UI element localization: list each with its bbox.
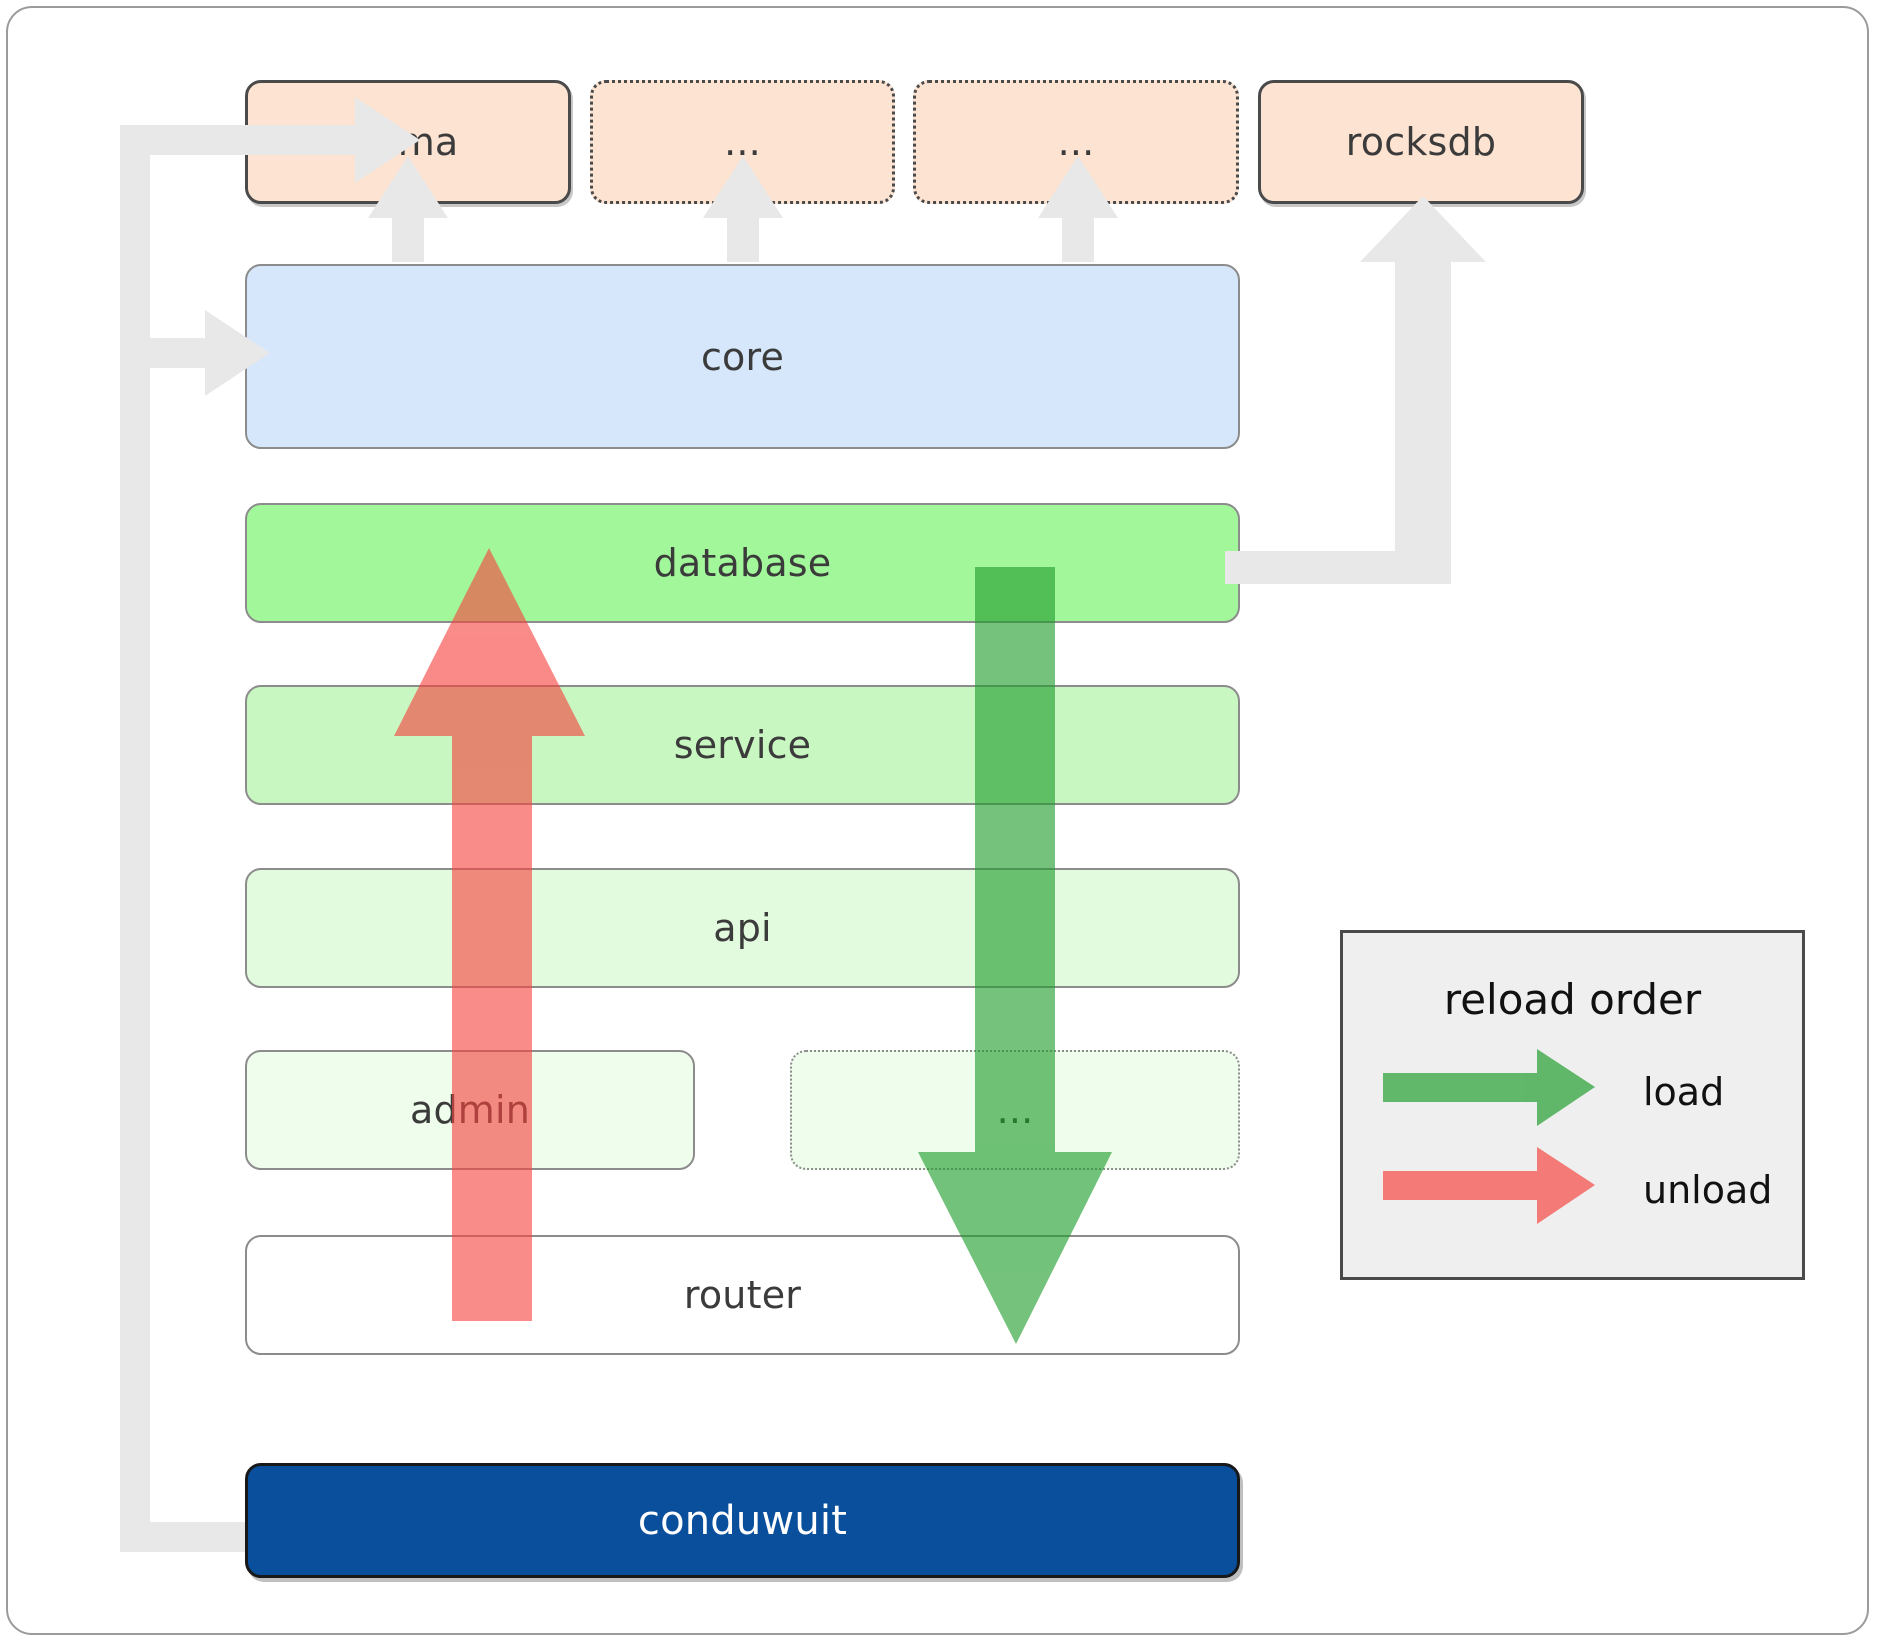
layer-label: admin: [409, 1088, 531, 1132]
layer-box-router[interactable]: router: [245, 1235, 1240, 1355]
layer-box-api[interactable]: api: [245, 868, 1240, 988]
crate-label: ...: [1057, 120, 1095, 164]
crate-box-placeholder-2[interactable]: ...: [913, 80, 1239, 204]
layer-box-core[interactable]: core: [245, 264, 1240, 449]
layer-label: router: [683, 1273, 802, 1317]
diagram-frame: [6, 6, 1869, 1635]
layer-label: service: [673, 723, 812, 767]
crate-label: ruma: [357, 120, 459, 164]
crate-box-rocksdb[interactable]: rocksdb: [1258, 80, 1584, 204]
crate-label: rocksdb: [1345, 120, 1497, 164]
brand-label: conduwuit: [637, 1497, 848, 1544]
layer-box-database[interactable]: database: [245, 503, 1240, 623]
legend-arrow-graphics: [1383, 1049, 1595, 1224]
legend-label-load: load: [1643, 1070, 1725, 1114]
layer-label: api: [713, 906, 772, 950]
layer-box-admin[interactable]: admin: [245, 1050, 695, 1170]
legend-label-unload: unload: [1643, 1168, 1773, 1212]
legend-title: reload order: [1443, 975, 1702, 1024]
crate-label: ...: [724, 120, 761, 164]
layer-label: core: [700, 334, 785, 379]
legend-panel: reload order load unload: [1340, 930, 1805, 1280]
crate-box-placeholder-1[interactable]: ...: [590, 80, 895, 204]
legend-load-arrow: [1383, 1049, 1595, 1126]
crate-box-ruma[interactable]: ruma: [245, 80, 571, 204]
layer-box-placeholder[interactable]: ...: [790, 1050, 1240, 1170]
layer-box-service[interactable]: service: [245, 685, 1240, 805]
brand-box-conduwuit[interactable]: conduwuit: [245, 1463, 1240, 1578]
layer-label: ...: [996, 1088, 1034, 1132]
layer-label: database: [653, 541, 832, 585]
legend-unload-arrow: [1383, 1147, 1595, 1224]
